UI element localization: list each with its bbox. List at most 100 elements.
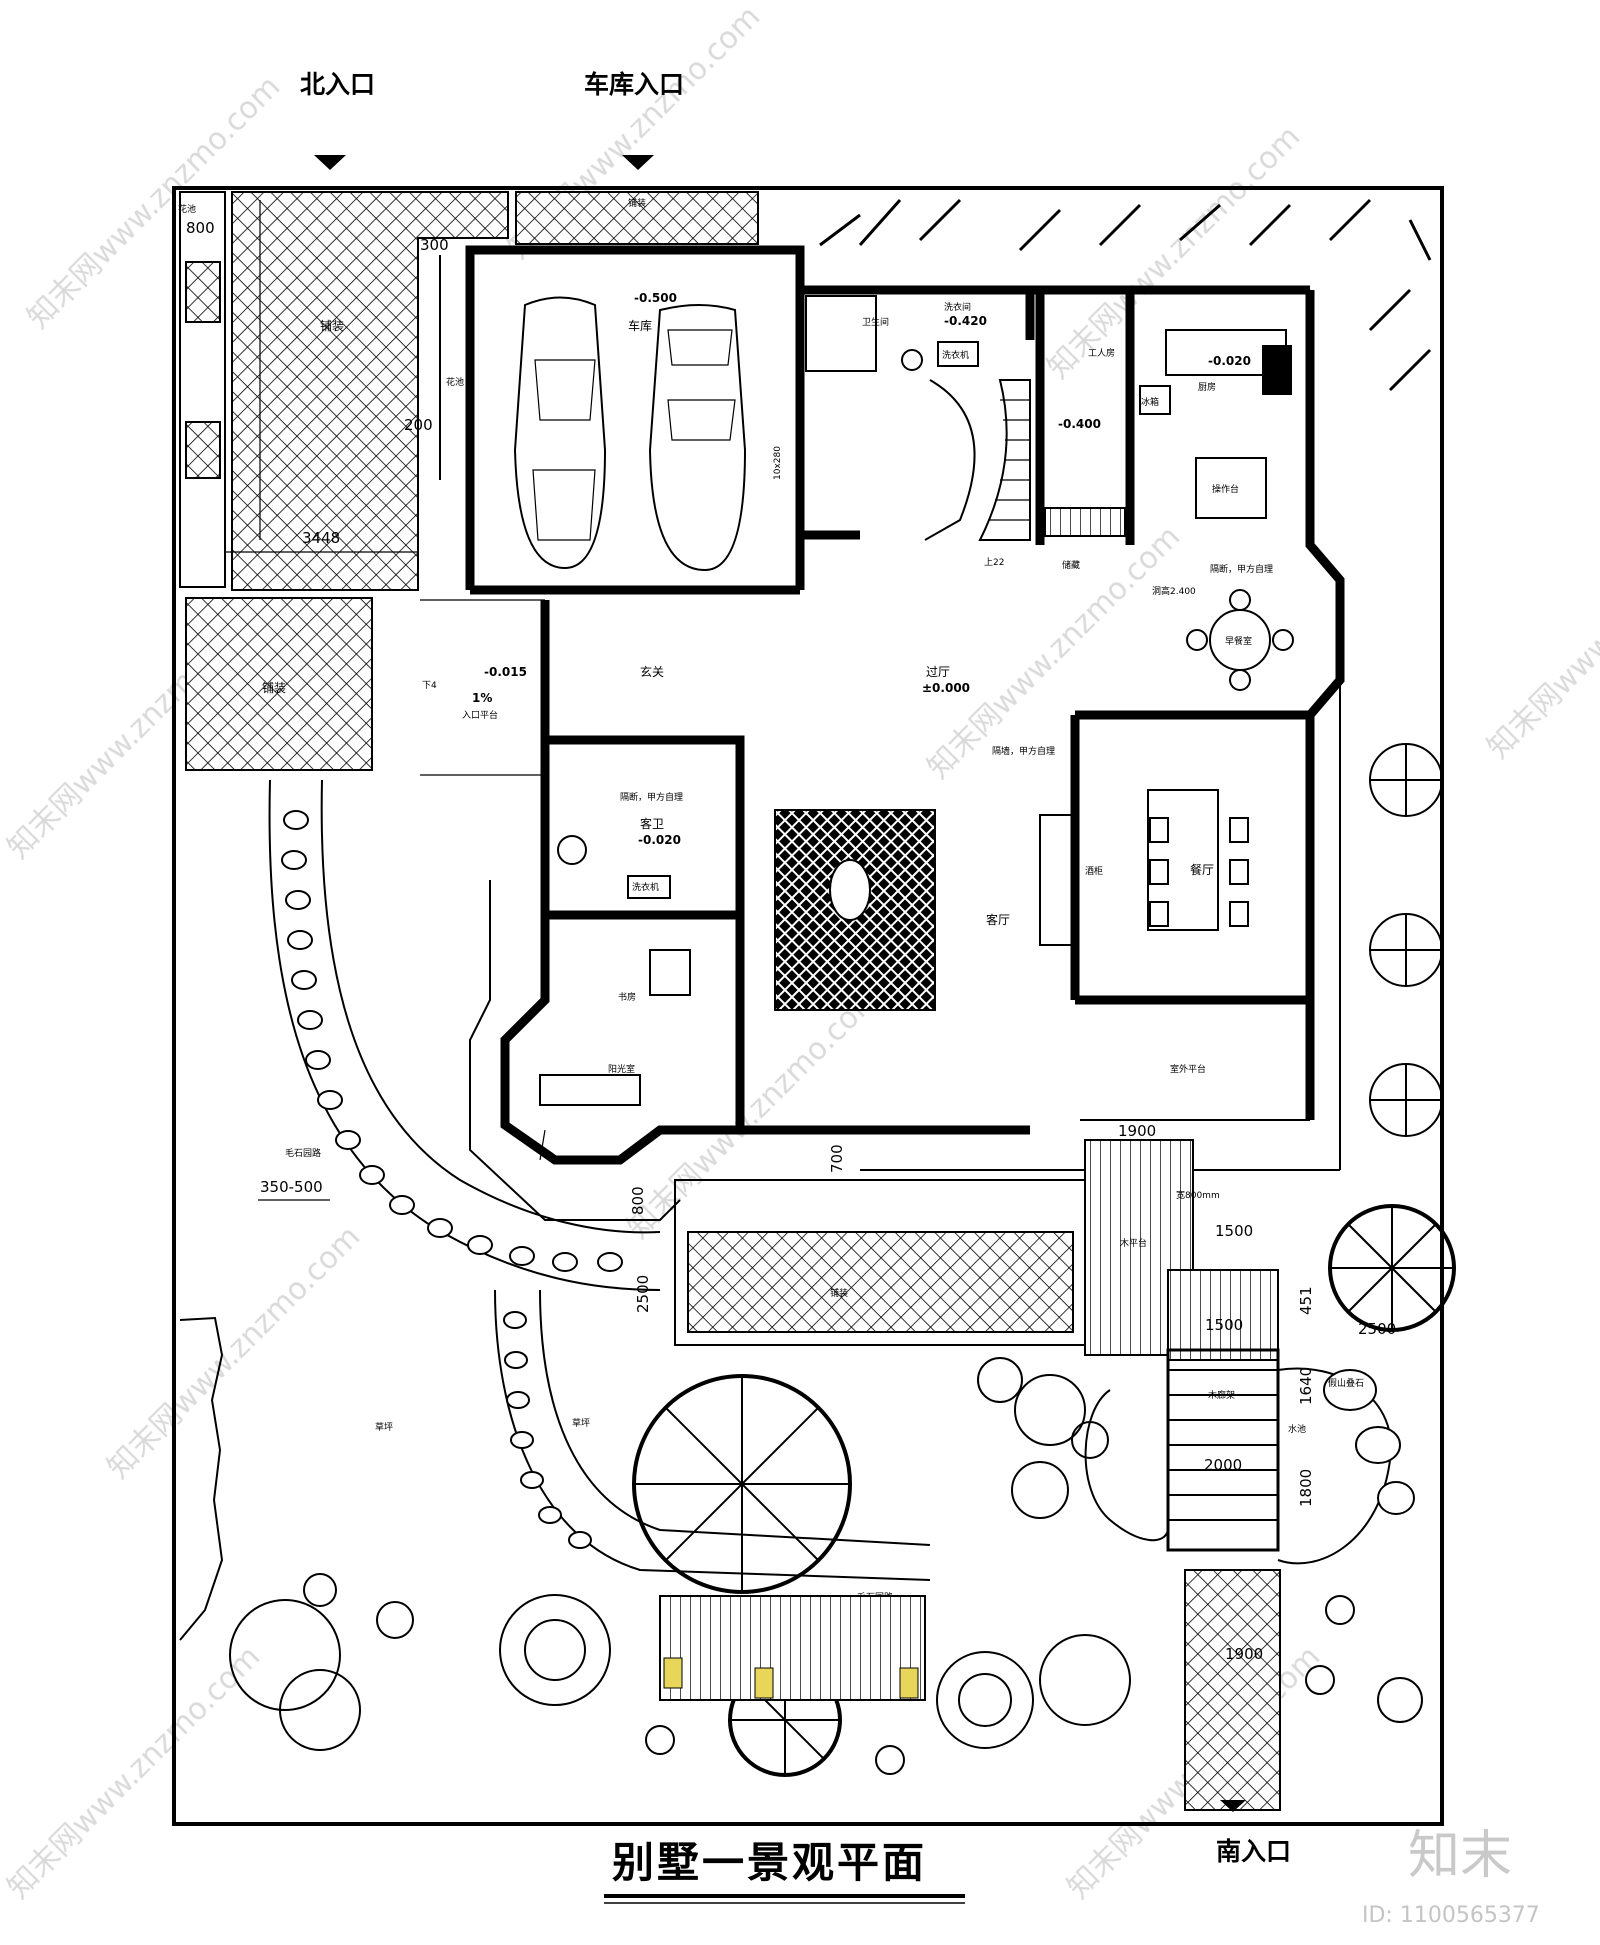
round-pergola	[632, 1374, 852, 1594]
garage-block	[439, 245, 860, 595]
wood-steps	[1167, 1269, 1279, 1361]
room-label: 假山叠石	[1328, 1378, 1364, 1389]
path-label: 毛石园路	[285, 1147, 321, 1159]
dimension-text: 700	[828, 1144, 846, 1173]
dimension-text: 200	[404, 416, 433, 434]
room-label: 木平台	[1120, 1237, 1147, 1249]
watermark-text: 知末网www.znzmo.com	[621, 979, 887, 1245]
room-label: 卫生间	[862, 316, 889, 328]
room-label: 工人房	[1088, 347, 1115, 359]
note-text: 隔断，甲方自理	[1210, 563, 1273, 575]
pond-edge	[1084, 1389, 1169, 1542]
room-label: 入口平台	[462, 709, 498, 721]
northwest-paving	[179, 191, 509, 771]
storage-stair	[1044, 507, 1126, 537]
room-label: 客厅	[986, 912, 1010, 927]
rockery	[1323, 1369, 1415, 1515]
north-entrance-label: 北入口	[300, 70, 375, 99]
lawn-label: 草坪	[572, 1417, 590, 1429]
note-text: 10x280	[773, 446, 783, 480]
paving-label: 铺装	[830, 1287, 848, 1299]
dimension-text: 350-500	[260, 1178, 323, 1196]
dimension-text: 1800	[1297, 1469, 1315, 1507]
garage-label: 车库	[628, 318, 652, 333]
watermark-text: 知末网www.znzmo.com	[1, 1639, 267, 1905]
appliance-label: 洗衣机	[632, 881, 659, 893]
stair-note: 上22	[984, 557, 1004, 568]
level-text: -0.400	[1058, 417, 1101, 431]
flower-bed-label: 花池	[446, 376, 464, 388]
room-label: 过厅	[926, 665, 950, 679]
small-pergola	[1328, 1204, 1456, 1332]
garage-entrance-arrow-icon	[622, 155, 654, 170]
brand-logo: 知末	[1408, 1826, 1512, 1886]
room-label: 储藏	[1062, 559, 1080, 571]
level-text: -0.420	[944, 314, 987, 328]
top-paving-strip	[515, 191, 759, 245]
dimension-text: 800	[186, 219, 215, 237]
room-label: 早餐室	[1225, 635, 1252, 647]
dimension-text: 1900	[1118, 1122, 1156, 1140]
note-text: 隔墙，甲方自理	[992, 745, 1055, 757]
dimension-text: 451	[1297, 1286, 1315, 1315]
rock-edge	[179, 1316, 224, 1641]
pond-label: 水池	[1288, 1423, 1306, 1435]
paving-label: 铺装	[320, 319, 344, 333]
dimension-text: 1500	[1215, 1222, 1253, 1240]
appliance-label: 冰箱	[1141, 396, 1159, 408]
central-paving	[687, 1231, 1074, 1333]
stepping-stones	[281, 810, 623, 1272]
site-boundary	[172, 186, 1444, 1826]
dimension-text: 1640	[1297, 1367, 1315, 1405]
room-label: 操作台	[1212, 483, 1239, 495]
toilet-room	[805, 295, 877, 372]
note-text: 隔断，甲方自理	[620, 791, 683, 803]
house-walls	[469, 285, 1345, 1221]
dining-table	[1147, 789, 1219, 931]
garage-entrance-label: 车库入口	[584, 70, 684, 99]
appliance-label: 洗衣机	[942, 349, 969, 361]
room-label: 木廊架	[1208, 1389, 1235, 1401]
wood-bridge	[1166, 1348, 1280, 1552]
room-label: 书房	[618, 991, 636, 1003]
dimension-text: 1900	[1225, 1645, 1263, 1663]
level-text: -0.500	[634, 291, 677, 305]
note-text: 宽800mm	[1176, 1189, 1220, 1201]
room-label: 玄关	[640, 664, 664, 679]
level-text: ±0.000	[922, 681, 970, 695]
room-label: 厨房	[1198, 381, 1216, 393]
stone-path-edge	[268, 779, 661, 1291]
watermark-text: 知末网www.znzmo.com	[921, 519, 1187, 785]
level-text: -0.020	[1208, 354, 1251, 368]
note-text: 下4	[422, 681, 437, 691]
dimension-text: 800	[629, 1186, 647, 1215]
car-icon	[648, 304, 747, 572]
trees	[229, 743, 1443, 1775]
stone-path-edge	[494, 1289, 931, 1581]
dimension-text: 300	[420, 236, 449, 254]
room-label: 室外平台	[1170, 1063, 1206, 1075]
watermark-text: 知末网www.znzmo.com	[1481, 499, 1600, 765]
room-label: 餐厅	[1190, 862, 1214, 877]
south-entrance-arrow-icon	[1220, 1800, 1246, 1812]
level-text: -0.020	[638, 833, 681, 847]
drawing-title: 别墅一景观平面	[612, 1838, 927, 1887]
stone-path-edge	[320, 779, 661, 1234]
car-icon	[513, 296, 607, 570]
room-label: 洗衣间	[944, 301, 971, 313]
worktop	[1195, 457, 1267, 519]
room-label: 阳光室	[608, 1063, 635, 1075]
dimension-text: 2500	[634, 1275, 652, 1313]
stove-icon	[1262, 345, 1292, 395]
level-text: -0.015	[484, 665, 527, 679]
south-paving	[1184, 1569, 1281, 1811]
south-entrance-label: 南入口	[1216, 1837, 1291, 1866]
dimension-text: 1500	[1205, 1316, 1243, 1334]
note-text: 洞高2.400	[1152, 585, 1196, 597]
dimension-text: 3448	[302, 529, 340, 547]
bamboo-grove	[819, 198, 1432, 392]
stepping-stones	[503, 1311, 592, 1549]
main-stair	[924, 379, 1031, 541]
north-entrance-arrow-icon	[314, 155, 346, 170]
